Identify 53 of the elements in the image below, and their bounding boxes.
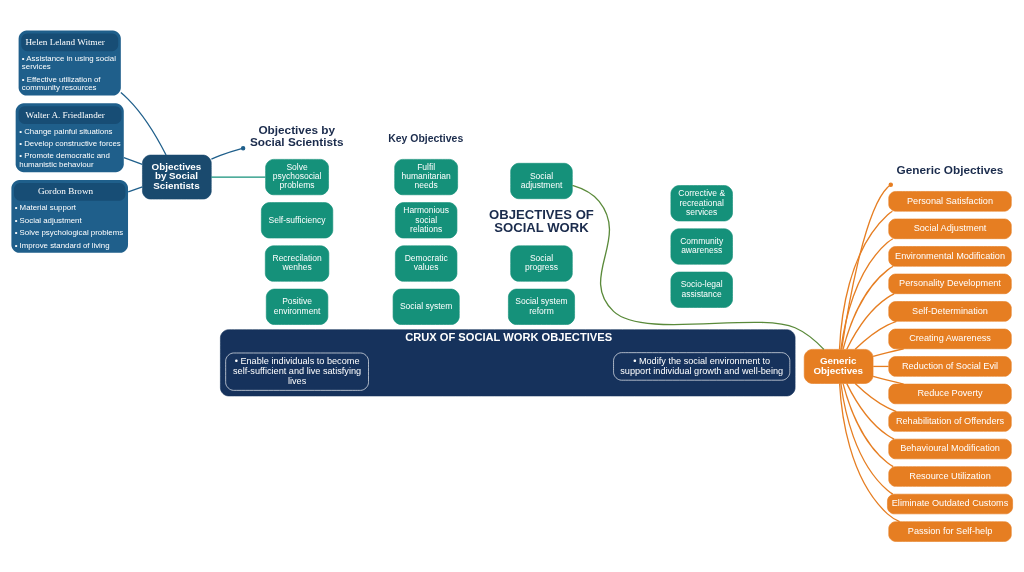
- node-box: Solve psychosocial problems: [265, 159, 329, 196]
- connector: [127, 186, 144, 193]
- connector: [854, 320, 898, 350]
- node-box: Community awareness: [670, 228, 733, 265]
- connector: [210, 146, 246, 160]
- node-box: Personality Development: [888, 273, 1012, 295]
- connector: [872, 348, 905, 358]
- node-box: Social system reform: [508, 288, 575, 325]
- node-text: Objectives by Social Scientists: [249, 123, 344, 148]
- node-box: Self-sufficiency: [261, 202, 334, 239]
- node-box: Passion for Self-help: [888, 521, 1012, 542]
- connector: [842, 265, 894, 350]
- node-box: Corrective & recreational services: [670, 185, 733, 222]
- node-box: Fulfil humanitarian needs: [394, 159, 458, 196]
- node-box: Recrecilation wenhes: [264, 245, 330, 282]
- node-box: Social Adjustment: [888, 218, 1012, 239]
- connector: [838, 382, 901, 523]
- node-box: Self-Determination: [888, 301, 1012, 322]
- node-box: Objectives by Social Scientists: [142, 154, 212, 200]
- connector: [210, 176, 267, 178]
- node-box: Positive environment: [265, 288, 329, 325]
- label: Key Objectives: [388, 132, 464, 144]
- node-box: Generic Objectives: [803, 349, 874, 384]
- connector: [840, 382, 894, 495]
- label: OBJECTIVES OF SOCIAL WORK: [489, 207, 594, 236]
- connector: [842, 382, 894, 468]
- connector: [872, 375, 905, 385]
- connector: [841, 182, 893, 350]
- node-box: Social adjustment: [510, 163, 573, 199]
- node-box: Environmental Modification: [888, 246, 1012, 267]
- node-box: • Enable individuals to become self-sufficient and live satisfying lives: [225, 352, 369, 391]
- node-box: Social progress: [510, 245, 573, 282]
- node-box: Reduce Poverty: [888, 383, 1012, 405]
- connector: [846, 382, 895, 440]
- node-text: Generic Objectives: [896, 163, 1004, 177]
- node-box: Socio-legal assistance: [670, 271, 733, 308]
- node-box: Resource Utilization: [888, 466, 1012, 487]
- connector: [840, 238, 894, 350]
- node-box: • Modify the social environment to support individual growth and well-being: [613, 352, 791, 381]
- node-box: Eliminate Outdated Customs: [887, 493, 1013, 515]
- node-box: Personal Satisfaction: [888, 191, 1012, 212]
- node-box: Reduction of Social Evil: [888, 356, 1012, 377]
- node-box: Behavioural Modification: [888, 438, 1012, 460]
- connector: [120, 91, 167, 156]
- node-box: Creating Awareness: [888, 328, 1012, 350]
- node-box: Democratic values: [395, 245, 458, 282]
- connector: [838, 210, 894, 350]
- node-box: Harmonious social relations: [395, 202, 458, 239]
- connector: [854, 382, 898, 413]
- connector: [846, 293, 895, 350]
- node-box: Rehabilitation of Offenders: [888, 411, 1012, 432]
- connector: [123, 157, 143, 166]
- node-box: Social system: [392, 288, 460, 325]
